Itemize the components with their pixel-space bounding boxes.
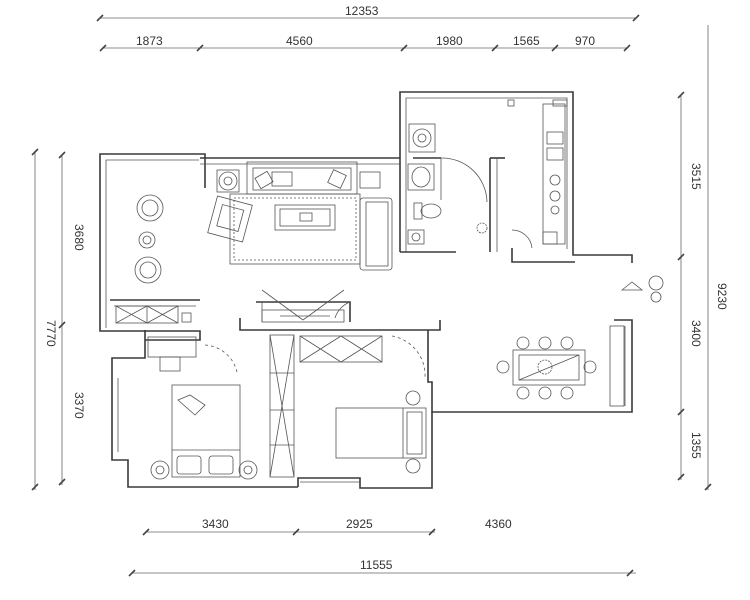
dim-right-seg-3: 1355 — [689, 432, 703, 459]
dining-set — [496, 325, 625, 407]
dimension-lines — [31, 14, 712, 577]
dim-bottom-total: 11555 — [360, 558, 393, 572]
dim-bottom-seg-1: 3430 — [202, 517, 229, 531]
walls — [99, 91, 633, 489]
dim-bottom-seg-3: 4360 — [485, 517, 512, 531]
dim-top-seg-1: 1873 — [136, 34, 163, 48]
dim-left-seg-2: 3370 — [72, 392, 86, 419]
dim-right-seg-2: 3400 — [689, 320, 703, 347]
dim-top-seg-5: 970 — [575, 34, 595, 48]
dim-top-seg-2: 4560 — [286, 34, 313, 48]
living-room-furniture — [115, 161, 393, 324]
dim-left-total: 7770 — [44, 320, 58, 347]
dim-right-total: 9230 — [715, 283, 729, 310]
dim-left-seg-1: 3680 — [72, 224, 86, 251]
doors — [204, 157, 533, 379]
bedroom-furniture — [147, 334, 427, 480]
dim-top-total: 12353 — [345, 4, 379, 18]
dim-bottom-seg-2: 2925 — [346, 517, 373, 531]
dim-top-seg-4: 1565 — [513, 34, 540, 48]
dim-right-seg-1: 3515 — [689, 163, 703, 190]
dim-top-seg-3: 1980 — [436, 34, 463, 48]
kitchen-bath-fixtures — [407, 99, 664, 303]
